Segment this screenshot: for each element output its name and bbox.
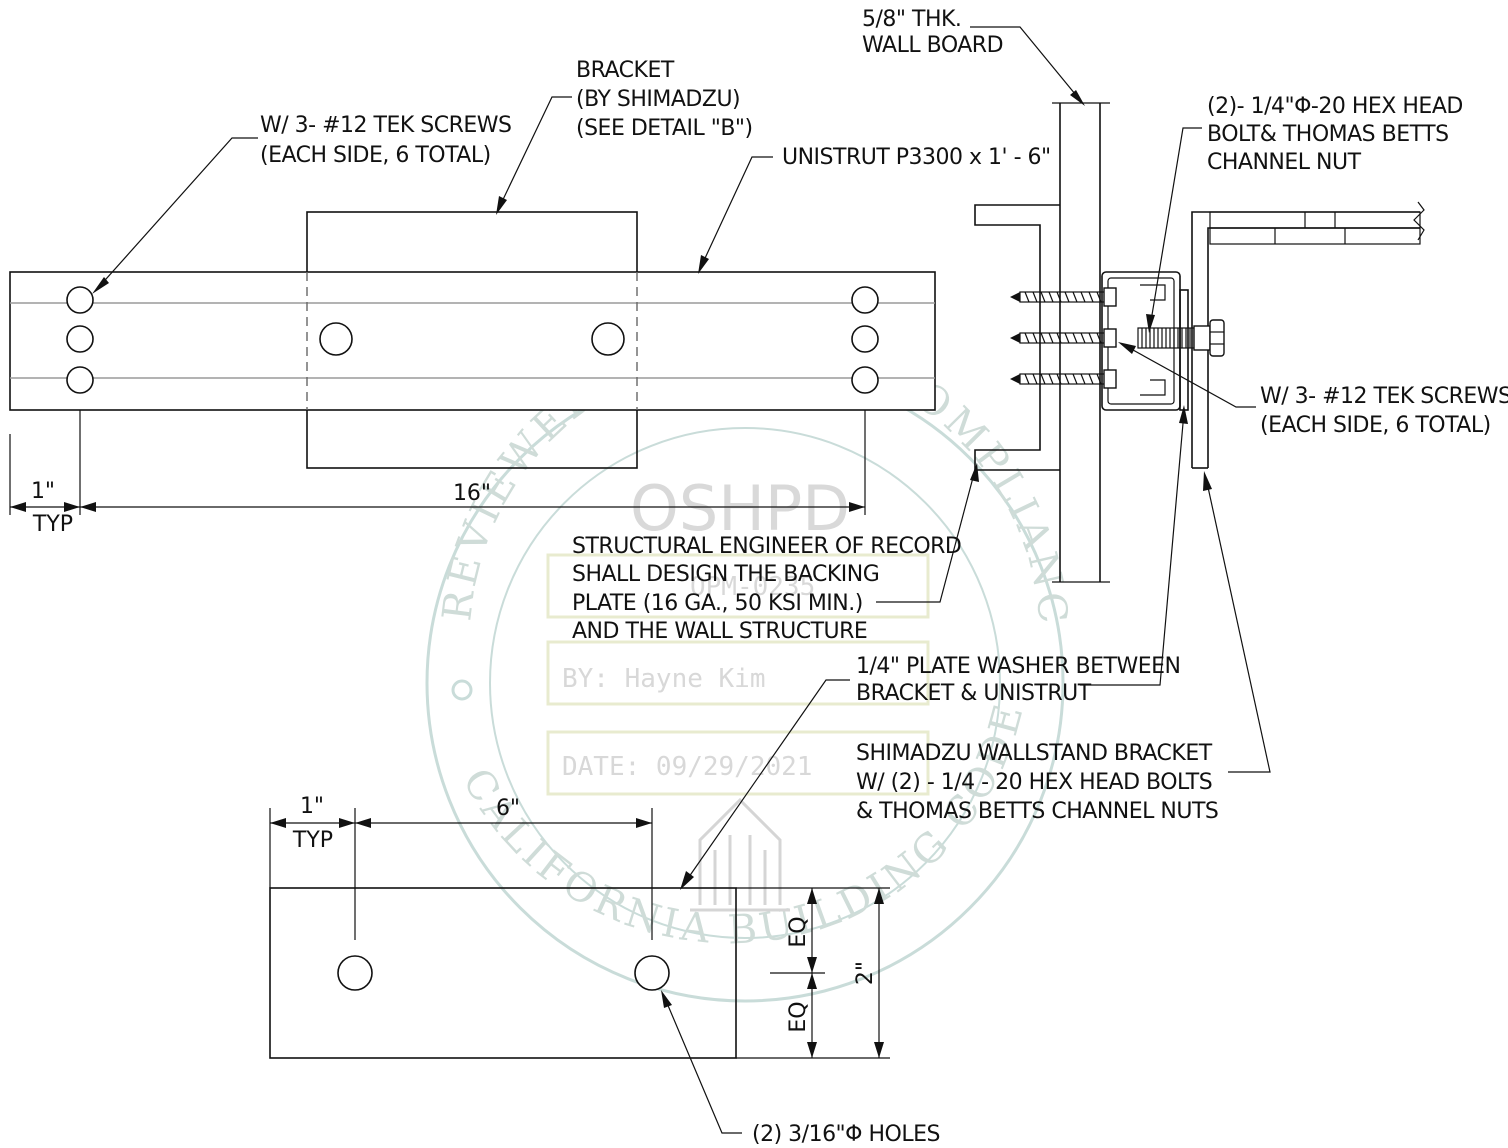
dim-washer-spacing: 6" [496,796,520,821]
note-unistrut: UNISTRUT P3300 x 1' - 6" [782,145,1051,170]
arrowhead [807,888,817,904]
leader-wallboard [970,26,1081,101]
dim-washer-typ: TYP [292,828,333,853]
note-wallboard: 5/8" THK. WALL BOARD [862,7,1003,58]
leader-screws-section [1123,344,1256,408]
hex-head-bolt [1137,319,1225,357]
arrowhead [355,818,371,828]
note-wallstand-bracket: SHIMADZU WALLSTAND BRACKET W/ (2) - 1/4 … [856,741,1219,824]
screw-hole [66,366,94,394]
leader-bracket [497,96,572,211]
arrowhead [270,818,286,828]
leader-washer [1080,411,1185,686]
tek-screw [1010,328,1117,348]
note-bracket: BRACKET (BY SHIMADZU) (SEE DETAIL "B") [576,58,753,141]
stamp-agency: OSHPD [630,472,850,545]
screw-hole [851,325,879,353]
bolt-hole [591,322,625,356]
arrowhead [64,502,80,512]
washer-hole [337,955,373,991]
stamp-reviewer: BY: Hayne Kim [562,664,766,694]
leader-screws [97,137,258,289]
dim-washer-edge: 1" [300,794,324,819]
arrowhead [1146,314,1155,333]
washer-hole [634,955,670,991]
note-holes: (2) 3/16"Φ HOLES [752,1122,940,1147]
stamp-dot-icon [451,679,473,701]
arrowhead [496,196,507,215]
leader-backing-plate [876,469,976,603]
bracket-flange [1209,211,1421,229]
screw-hole [851,286,879,314]
stamp-date-box [546,730,930,796]
dim-height: 2" [853,961,878,985]
screw-hole [66,325,94,353]
dim-edge-value: 1" [31,479,55,504]
dim-eq-bottom: EQ [786,1001,811,1032]
arrowhead [1070,90,1085,106]
arrowhead [636,818,652,828]
tek-screw [1010,369,1117,389]
arrowhead [698,255,709,274]
leader-wallstand [1205,477,1271,773]
stamp-date: DATE: 09/29/2021 [562,752,812,782]
leader-holes [663,995,742,1134]
arrowhead [10,502,26,512]
stamp-project-number: OPM-0235 [690,572,815,602]
screw-hole [851,366,879,394]
plate-washer-detail: 1" TYP 6" EQ EQ 2" (2) 3/16"Φ HOLES [269,794,940,1147]
arrowhead [1203,471,1212,491]
wall-section-view: 5/8" THK. WALL BOARD (2)- 1/4"Φ-20 HEX H… [572,7,1508,890]
arrowhead [807,957,817,973]
bracket-flange-lower [1209,227,1421,245]
unistrut-lips [1140,284,1166,396]
arrowhead [339,818,355,828]
note-plate-washer: 1/4" PLATE WASHER BETWEEN BRACKET & UNIS… [856,654,1187,706]
note-engineer-of-record: STRUCTURAL ENGINEER OF RECORD SHALL DESI… [572,534,968,644]
stamp-reviewer-box [546,640,930,706]
screw-hole [66,286,94,314]
arrowhead [849,502,865,512]
leader-plate-washer-detail [683,679,850,885]
leader-bolt [1149,127,1202,328]
note-tek-screws: W/ 3- #12 TEK SCREWS (EACH SIDE, 6 TOTAL… [260,113,518,168]
unistrut-channel [9,271,936,411]
note-hex-bolt: (2)- 1/4"Φ-20 HEX HEAD BOLT& THOMAS BETT… [1207,94,1469,175]
arrowhead [80,502,96,512]
arrowhead [807,1042,817,1058]
backing-plate [974,204,1060,471]
arrowhead [92,277,109,294]
arrowhead [1118,342,1136,354]
stamp-project-box [546,553,930,619]
arrowhead [1179,405,1188,424]
arrowhead [970,463,979,482]
plate-washer [1179,289,1189,411]
dim-eq-top: EQ [786,916,811,947]
bolt-hole [319,322,353,356]
dim-span-value: 16" [453,481,491,506]
tek-screw [1010,287,1117,307]
arrowhead [874,888,884,904]
building-logo-icon [690,797,790,912]
arrowhead [874,1042,884,1058]
stamp-ring-bottom-text: CALIFORNIA BUILDING CODE [453,696,1033,953]
arrowhead [680,871,694,890]
unistrut-section-inner [1107,277,1175,405]
arrowhead [807,973,817,989]
arrowhead [661,990,672,1008]
leader-unistrut [699,156,773,270]
unistrut-elevation-view: W/ 3- #12 TEK SCREWS (EACH SIDE, 6 TOTAL… [9,58,1051,537]
note-tek-screws-section: W/ 3- #12 TEK SCREWS (EACH SIDE, 6 TOTAL… [1260,384,1508,438]
dim-edge-typ: TYP [32,512,73,537]
plate-washer-outline [269,887,737,1059]
break-symbol-icon [1413,201,1425,241]
